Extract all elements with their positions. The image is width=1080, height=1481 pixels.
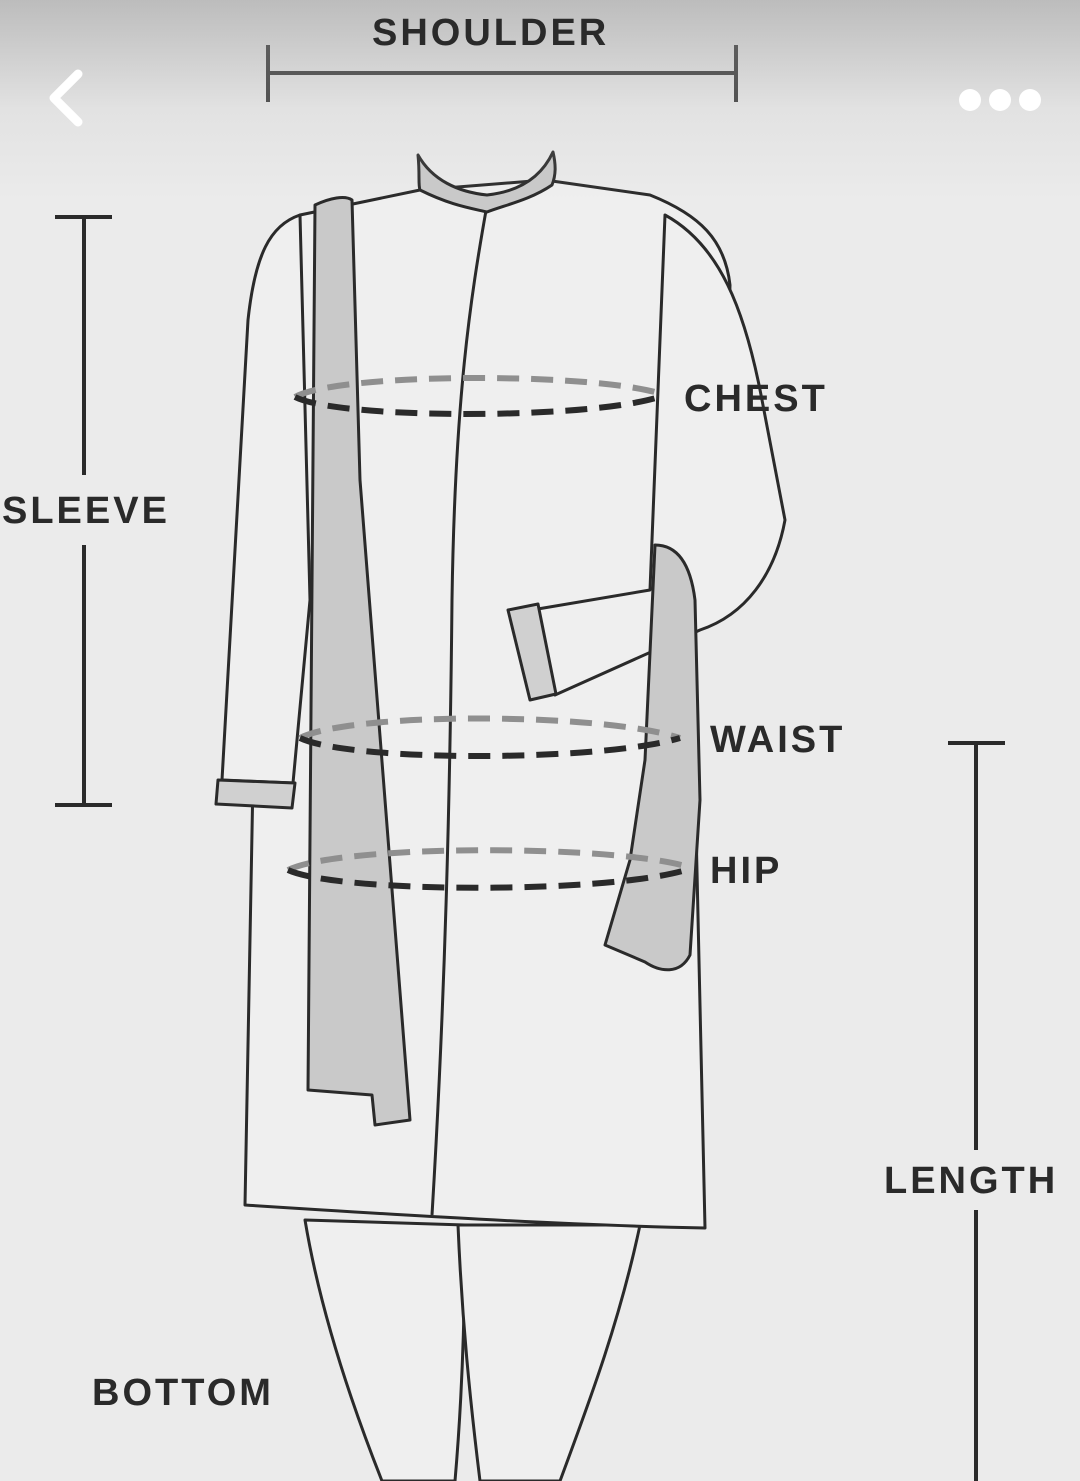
hip-label: HIP (710, 850, 783, 892)
chest-label: CHEST (684, 378, 828, 420)
bottom-label: BOTTOM (92, 1372, 274, 1414)
sleeve-measure-line (55, 215, 112, 807)
trousers (303, 1218, 642, 1481)
waist-label: WAIST (710, 719, 846, 761)
chevron-left-icon (49, 69, 83, 127)
more-horizontal-icon (959, 89, 1041, 111)
length-label: LENGTH (878, 1158, 1065, 1204)
hip-measure-loop (286, 847, 694, 891)
chest-measure-loop (293, 375, 667, 417)
length-measure-line (948, 741, 1005, 1481)
more-options-button[interactable] (950, 70, 1060, 130)
shoulder-label: SHOULDER (372, 12, 610, 54)
back-button[interactable] (30, 58, 110, 138)
sleeve-label: SLEEVE (0, 488, 176, 534)
kurta (214, 150, 787, 1230)
waist-measure-loop (298, 715, 681, 759)
right-cuff (506, 602, 558, 702)
left-cuff (214, 778, 297, 810)
